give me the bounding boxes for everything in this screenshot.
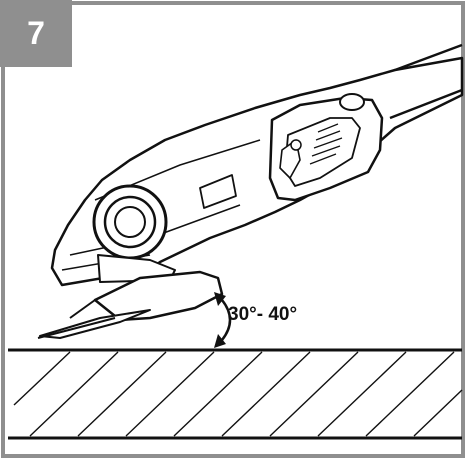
step-number-badge: 7 (0, 0, 72, 67)
hatched-surface-icon (8, 348, 463, 440)
angle-range-label: 30°- 40° (228, 304, 298, 325)
angle-grinder-icon (37, 43, 464, 339)
curved-double-arrow-icon (214, 292, 232, 348)
